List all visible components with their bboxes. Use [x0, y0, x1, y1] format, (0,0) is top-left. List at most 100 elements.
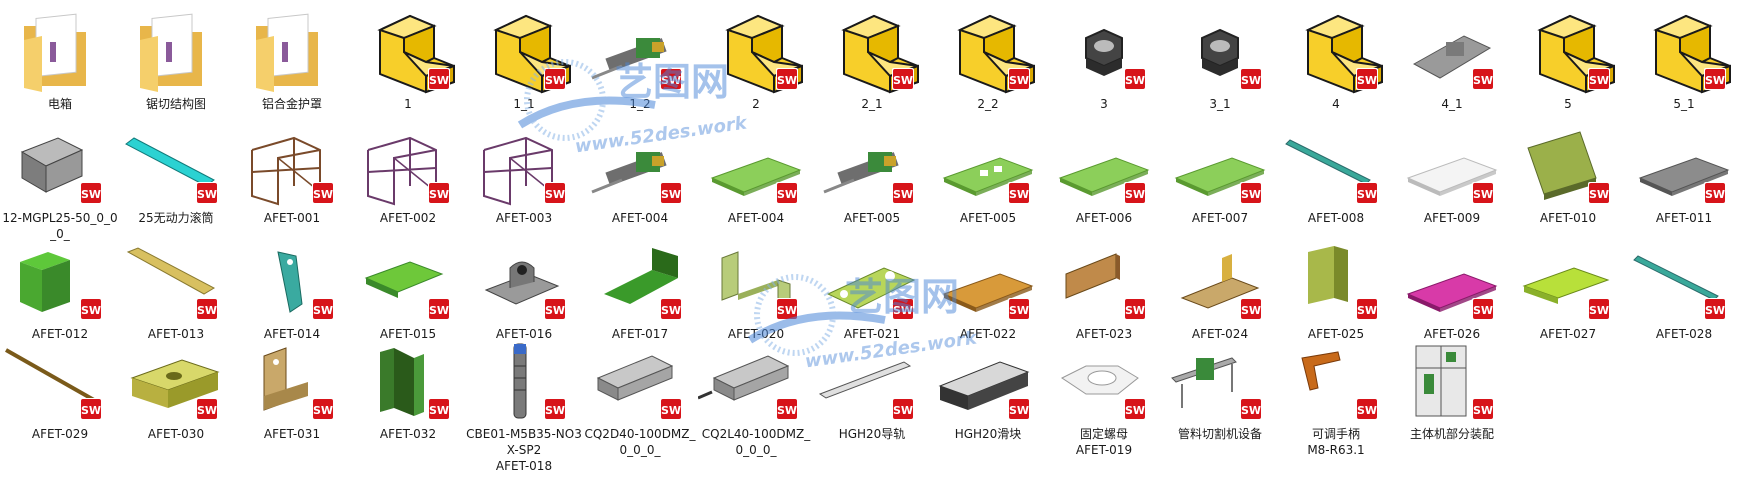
file-label: AFET-013: [147, 327, 205, 341]
solidworks-badge-icon: SW: [1124, 398, 1146, 420]
svg-text:SW: SW: [1589, 188, 1609, 201]
svg-text:SW: SW: [1009, 74, 1029, 87]
solidworks-badge-icon: SW: [1472, 398, 1494, 420]
block-yellow-part-icon: SW: [118, 338, 234, 424]
svg-text:SW: SW: [1357, 74, 1377, 87]
solidworks-badge-icon: SW: [544, 68, 566, 90]
file-label: AFET-026: [1423, 327, 1481, 341]
roller-part-icon: SW: [118, 122, 234, 208]
file-item[interactable]: SW HGH20滑块: [930, 338, 1046, 448]
solidworks-badge-icon: SW: [1240, 68, 1262, 90]
folder-item[interactable]: 铝合金护罩: [234, 8, 350, 118]
file-label: AFET-031: [263, 427, 321, 441]
file-item[interactable]: SW AFET-013: [118, 238, 234, 348]
rail-part-icon: SW: [814, 338, 930, 424]
svg-text:SW: SW: [1125, 188, 1145, 201]
file-label: AFET-001: [263, 211, 321, 225]
hex-nut-white-part-icon: SW: [1046, 338, 1162, 424]
file-item[interactable]: SW AFET-016: [466, 238, 582, 348]
file-item[interactable]: SW 1_1: [466, 8, 582, 118]
solidworks-badge-icon: SW: [80, 182, 102, 204]
file-label: 管料切割机设备: [1177, 427, 1262, 441]
file-item[interactable]: SW AFET-025: [1278, 238, 1394, 348]
solidworks-badge-icon: SW: [312, 398, 334, 420]
block-part-icon: SW: [930, 8, 1046, 94]
file-item[interactable]: SW HGH20导轨: [814, 338, 930, 448]
solidworks-badge-icon: SW: [1008, 398, 1030, 420]
angle-brown-part-icon: SW: [1046, 238, 1162, 324]
file-label: HGH20导轨: [838, 427, 906, 441]
solidworks-badge-icon: SW: [1356, 298, 1378, 320]
solidworks-badge-icon: SW: [1588, 298, 1610, 320]
folder-item[interactable]: 电箱: [2, 8, 118, 118]
pillow-gray-part-icon: SW: [466, 238, 582, 324]
svg-text:SW: SW: [893, 188, 913, 201]
file-item[interactable]: SW AFET-001: [234, 122, 350, 232]
file-item[interactable]: SW AFET-031: [234, 338, 350, 448]
bar-teal-part-icon: SW: [1278, 122, 1394, 208]
cylinder-rod-part-icon: SW: [698, 338, 814, 424]
folder-item[interactable]: 锯切结构图: [118, 8, 234, 118]
nut-part-icon: SW: [1046, 8, 1162, 94]
solidworks-badge-icon: SW: [1704, 68, 1726, 90]
file-label: HGH20滑块: [954, 427, 1022, 441]
solidworks-badge-icon: SW: [1124, 68, 1146, 90]
file-label: AFET-025: [1307, 327, 1365, 341]
wedge-teal-part-icon: SW: [234, 238, 350, 324]
svg-text:SW: SW: [313, 188, 333, 201]
svg-text:SW: SW: [661, 74, 681, 87]
file-label: AFET-016: [495, 327, 553, 341]
block-part-icon: SW: [350, 8, 466, 94]
svg-text:SW: SW: [197, 304, 217, 317]
file-label: 1_1: [513, 97, 535, 111]
svg-text:SW: SW: [1473, 74, 1493, 87]
